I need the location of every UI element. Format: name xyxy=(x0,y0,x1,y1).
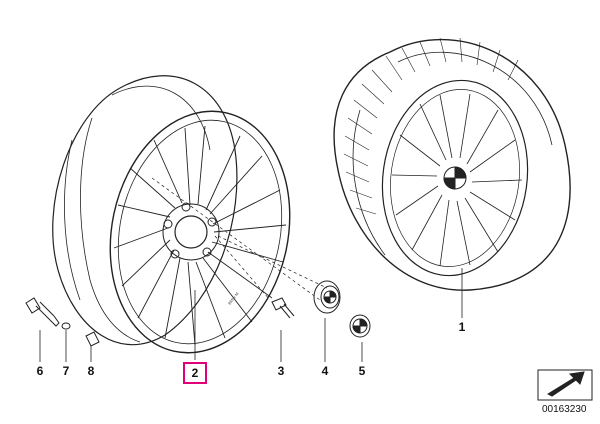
wheel-bolt-icon[interactable] xyxy=(271,297,295,362)
callout-4[interactable]: 4 xyxy=(321,364,329,378)
callout-2[interactable]: 2 xyxy=(183,362,207,384)
valve-cap-icon[interactable] xyxy=(85,331,100,362)
callout-5[interactable]: 5 xyxy=(358,364,366,378)
callout-7[interactable]: 7 xyxy=(62,364,70,378)
hub-cap-icon[interactable] xyxy=(313,280,341,362)
bmw-emblem-icon[interactable] xyxy=(349,314,371,362)
callout-1[interactable]: 1 xyxy=(458,320,466,334)
complete-wheel-icon[interactable] xyxy=(333,37,571,318)
callout-6[interactable]: 6 xyxy=(36,364,44,378)
callout-3[interactable]: 3 xyxy=(277,364,285,378)
arrow-next-icon[interactable] xyxy=(537,369,593,401)
document-number: 00163230 xyxy=(542,404,587,415)
wheel-rim-icon[interactable]: BMW M xyxy=(52,75,312,370)
o-ring-icon[interactable] xyxy=(61,322,71,362)
callout-8[interactable]: 8 xyxy=(87,364,95,378)
valve-icon[interactable] xyxy=(25,297,60,362)
